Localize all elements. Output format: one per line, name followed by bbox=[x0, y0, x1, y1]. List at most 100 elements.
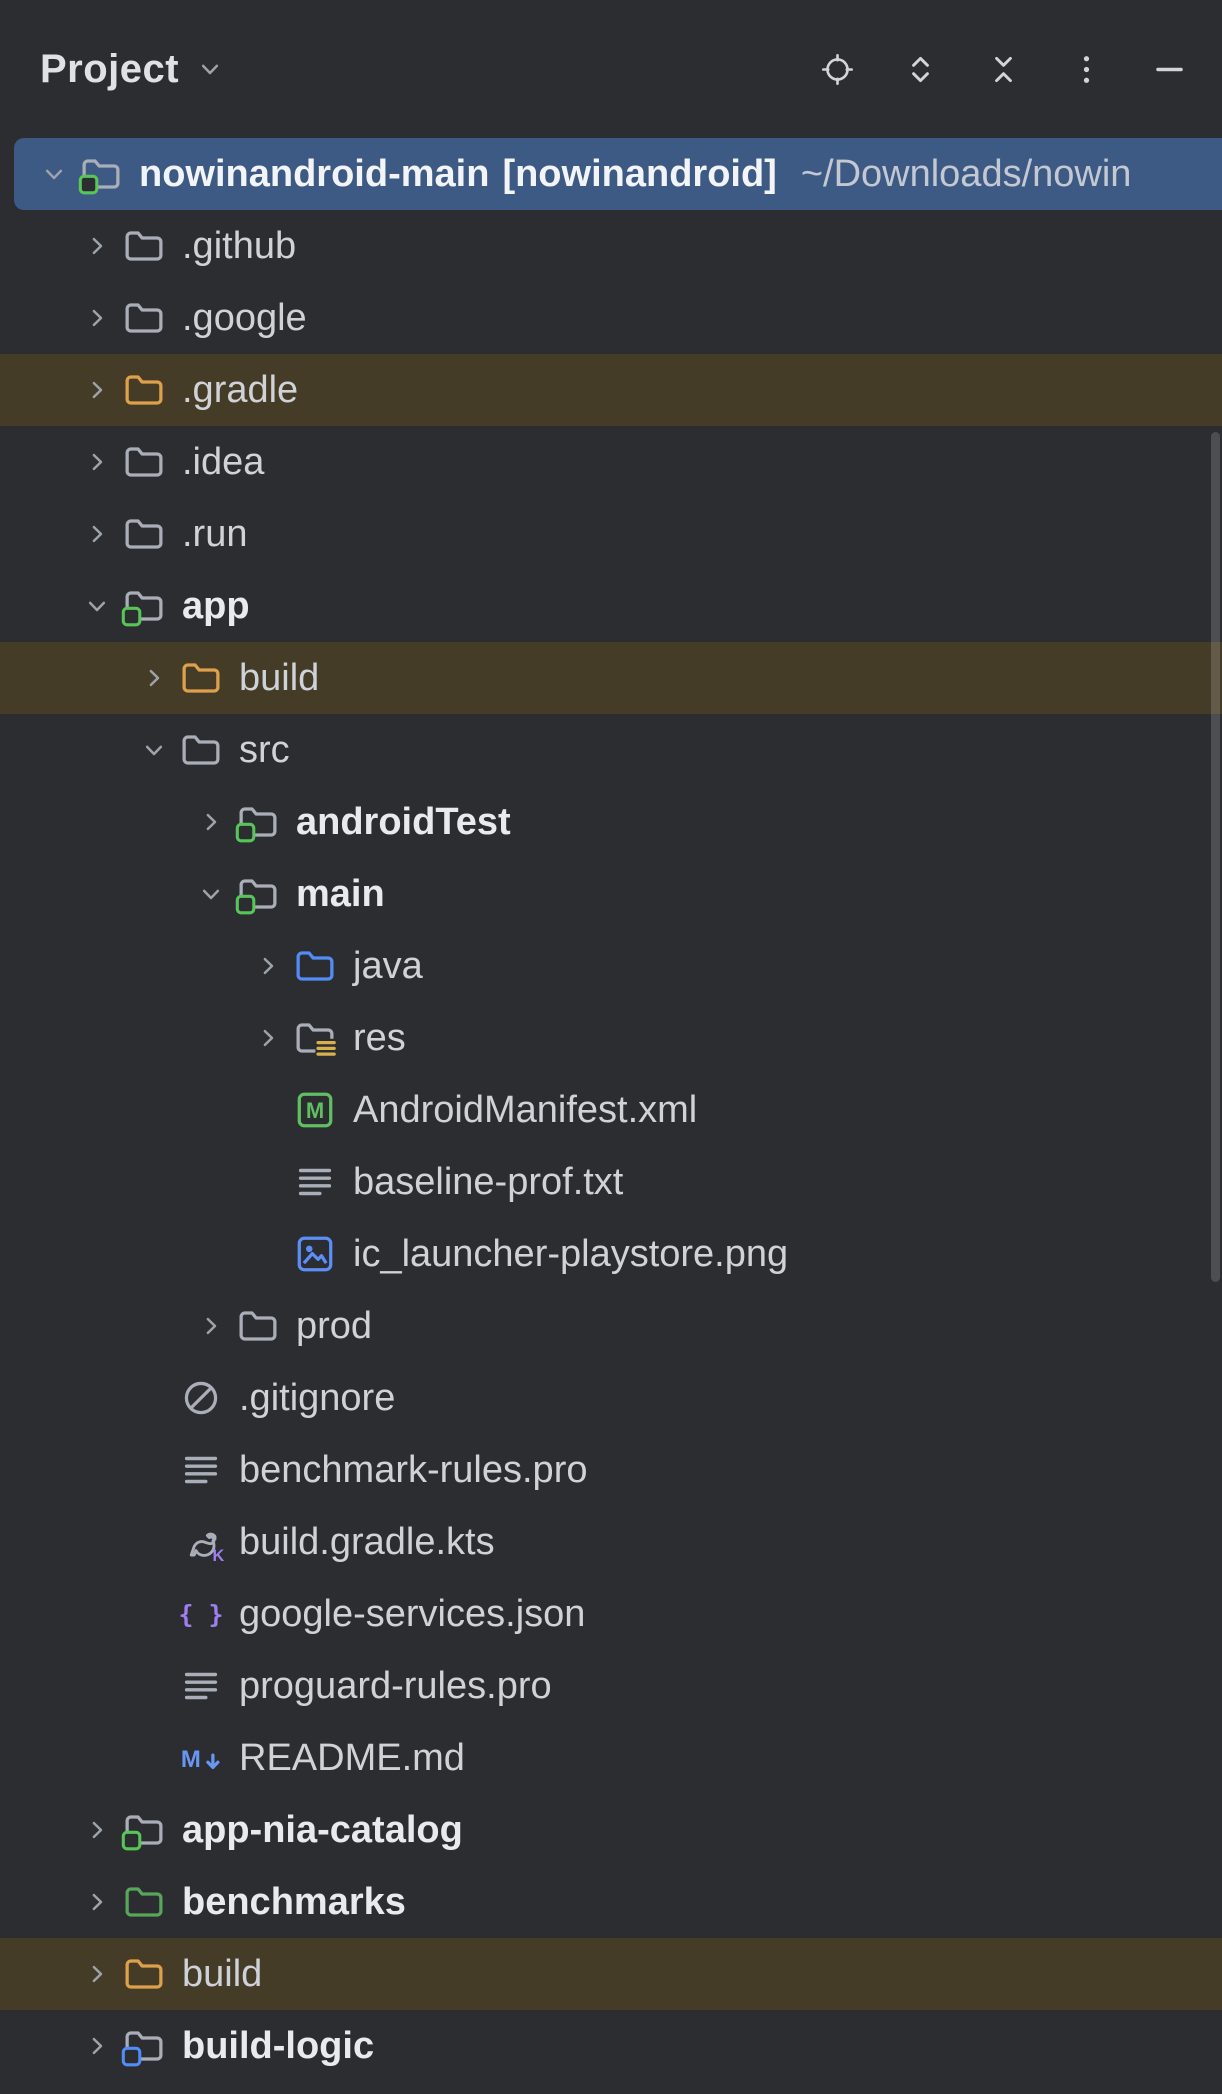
scrollbar-thumb[interactable] bbox=[1211, 432, 1220, 1282]
tree-item-label: .idea bbox=[182, 440, 265, 483]
tree-row-build[interactable]: build bbox=[0, 642, 1222, 714]
tree-row-app[interactable]: app bbox=[0, 570, 1222, 642]
tree-item-label: AndroidManifest.xml bbox=[353, 1088, 698, 1131]
chevron-right-icon[interactable] bbox=[73, 510, 121, 558]
tree-row-google-services-json[interactable]: { } google-services.json bbox=[0, 1578, 1222, 1650]
chevron-spacer bbox=[130, 1734, 178, 1782]
tree-row-build-logic[interactable]: build-logic bbox=[0, 2010, 1222, 2082]
tree-row-proguard-rules-pro[interactable]: proguard-rules.pro bbox=[0, 1650, 1222, 1722]
tree-item-label: res bbox=[353, 1016, 406, 1059]
module-blue-folder-icon bbox=[121, 2023, 167, 2069]
chevron-down-icon[interactable] bbox=[73, 582, 121, 630]
sources-folder-icon bbox=[292, 943, 338, 989]
tree-row-ic-launcher-playstore-png[interactable]: ic_launcher-playstore.png bbox=[0, 1218, 1222, 1290]
chevron-down-icon[interactable] bbox=[130, 726, 178, 774]
manifest-file-icon: M bbox=[292, 1087, 338, 1133]
chevron-right-icon[interactable] bbox=[73, 366, 121, 414]
hide-icon[interactable] bbox=[1151, 51, 1188, 88]
chevron-right-icon[interactable] bbox=[73, 1806, 121, 1854]
tree-row-gradle[interactable]: .gradle bbox=[0, 354, 1222, 426]
tree-row-java[interactable]: java bbox=[0, 930, 1222, 1002]
tree-row-main[interactable]: main bbox=[0, 858, 1222, 930]
markdown-file-icon: M bbox=[178, 1735, 224, 1781]
chevron-right-icon[interactable] bbox=[187, 1302, 235, 1350]
module-folder-icon bbox=[235, 799, 281, 845]
module-folder-icon bbox=[121, 1807, 167, 1853]
tree-row-res[interactable]: res bbox=[0, 1002, 1222, 1074]
tree-row-github[interactable]: .github bbox=[0, 210, 1222, 282]
tool-window-header: Project bbox=[0, 0, 1222, 138]
chevron-spacer bbox=[244, 1230, 292, 1278]
tree-item-label: build bbox=[239, 656, 320, 699]
project-path-label: ~/Downloads/nowin bbox=[800, 152, 1132, 195]
project-view-title: Project bbox=[40, 46, 180, 91]
tree-item-label: .github bbox=[182, 224, 297, 267]
chevron-right-icon[interactable] bbox=[73, 438, 121, 486]
more-options-icon[interactable] bbox=[1068, 51, 1105, 88]
tree-item-label: .gradle bbox=[182, 368, 299, 411]
chevron-right-icon[interactable] bbox=[187, 798, 235, 846]
tree-row-app-nia-catalog[interactable]: app-nia-catalog bbox=[0, 1794, 1222, 1866]
chevron-right-icon[interactable] bbox=[244, 1014, 292, 1062]
tree-row-nowinandroid-main[interactable]: nowinandroid-main [nowinandroid] ~/Downloa… bbox=[14, 138, 1222, 210]
project-view-dropdown[interactable]: Project bbox=[40, 47, 225, 92]
tree-row-androidtest[interactable]: androidTest bbox=[0, 786, 1222, 858]
tree-row-prod[interactable]: prod bbox=[0, 1290, 1222, 1362]
text-file-icon bbox=[292, 1159, 338, 1205]
header-actions bbox=[819, 51, 1188, 88]
tree-row-benchmark-rules-pro[interactable]: benchmark-rules.pro bbox=[0, 1434, 1222, 1506]
chevron-down-icon bbox=[195, 54, 225, 84]
tree-item-label: java bbox=[353, 944, 423, 987]
module-name-label: [nowinandroid] bbox=[502, 152, 777, 195]
json-file-icon: { } bbox=[178, 1591, 224, 1637]
tree-item-label: benchmark-rules.pro bbox=[239, 1448, 588, 1491]
tree-row-gitignore[interactable]: .gitignore bbox=[0, 1362, 1222, 1434]
tree-item-label: prod bbox=[296, 1304, 373, 1347]
tree-item-label: main bbox=[296, 872, 385, 915]
chevron-right-icon[interactable] bbox=[73, 2022, 121, 2070]
chevron-right-icon[interactable] bbox=[73, 1878, 121, 1926]
locate-icon[interactable] bbox=[819, 51, 856, 88]
chevron-right-icon[interactable] bbox=[130, 654, 178, 702]
chevron-right-icon[interactable] bbox=[73, 1950, 121, 1998]
expand-all-icon[interactable] bbox=[902, 51, 939, 88]
chevron-spacer bbox=[244, 1158, 292, 1206]
tree-item-label: google-services.json bbox=[239, 1592, 586, 1635]
tree-item-label: .google bbox=[182, 296, 307, 339]
svg-text:M: M bbox=[181, 1746, 201, 1773]
ignore-file-icon bbox=[178, 1375, 224, 1421]
svg-text:K: K bbox=[213, 1547, 225, 1565]
tree-item-label: proguard-rules.pro bbox=[239, 1664, 552, 1707]
tree-row-baseline-prof-txt[interactable]: baseline-prof.txt bbox=[0, 1146, 1222, 1218]
collapse-all-icon[interactable] bbox=[985, 51, 1022, 88]
resources-folder-icon bbox=[292, 1015, 338, 1061]
chevron-spacer bbox=[130, 1590, 178, 1638]
gradle-file-icon: K bbox=[178, 1519, 224, 1565]
tree-row-benchmarks[interactable]: benchmarks bbox=[0, 1866, 1222, 1938]
tree-item-label: nowinandroid-main bbox=[139, 152, 490, 195]
tree-item-label: README.md bbox=[239, 1736, 465, 1779]
tree-row-run[interactable]: .run bbox=[0, 498, 1222, 570]
chevron-right-icon[interactable] bbox=[73, 222, 121, 270]
tree-row-idea[interactable]: .idea bbox=[0, 426, 1222, 498]
chevron-right-icon[interactable] bbox=[244, 942, 292, 990]
svg-text:{ }: { } bbox=[179, 1600, 224, 1629]
folder-icon bbox=[121, 223, 167, 269]
tree-item-label: .gitignore bbox=[239, 1376, 396, 1419]
chevron-spacer bbox=[130, 1662, 178, 1710]
excluded-folder-icon bbox=[178, 655, 224, 701]
tree-row-src[interactable]: src bbox=[0, 714, 1222, 786]
module-folder-icon bbox=[78, 151, 124, 197]
tree-item-label: .run bbox=[182, 512, 248, 555]
tree-row-androidmanifest-xml[interactable]: M AndroidManifest.xml bbox=[0, 1074, 1222, 1146]
tree-row-google[interactable]: .google bbox=[0, 282, 1222, 354]
chevron-right-icon[interactable] bbox=[73, 294, 121, 342]
tree-item-label: build bbox=[182, 1952, 263, 1995]
tree-row-readme-md[interactable]: M README.md bbox=[0, 1722, 1222, 1794]
chevron-down-icon[interactable] bbox=[30, 150, 78, 198]
tree-item-label: ic_launcher-playstore.png bbox=[353, 1232, 789, 1275]
tree-row-build[interactable]: build bbox=[0, 1938, 1222, 2010]
chevron-down-icon[interactable] bbox=[187, 870, 235, 918]
